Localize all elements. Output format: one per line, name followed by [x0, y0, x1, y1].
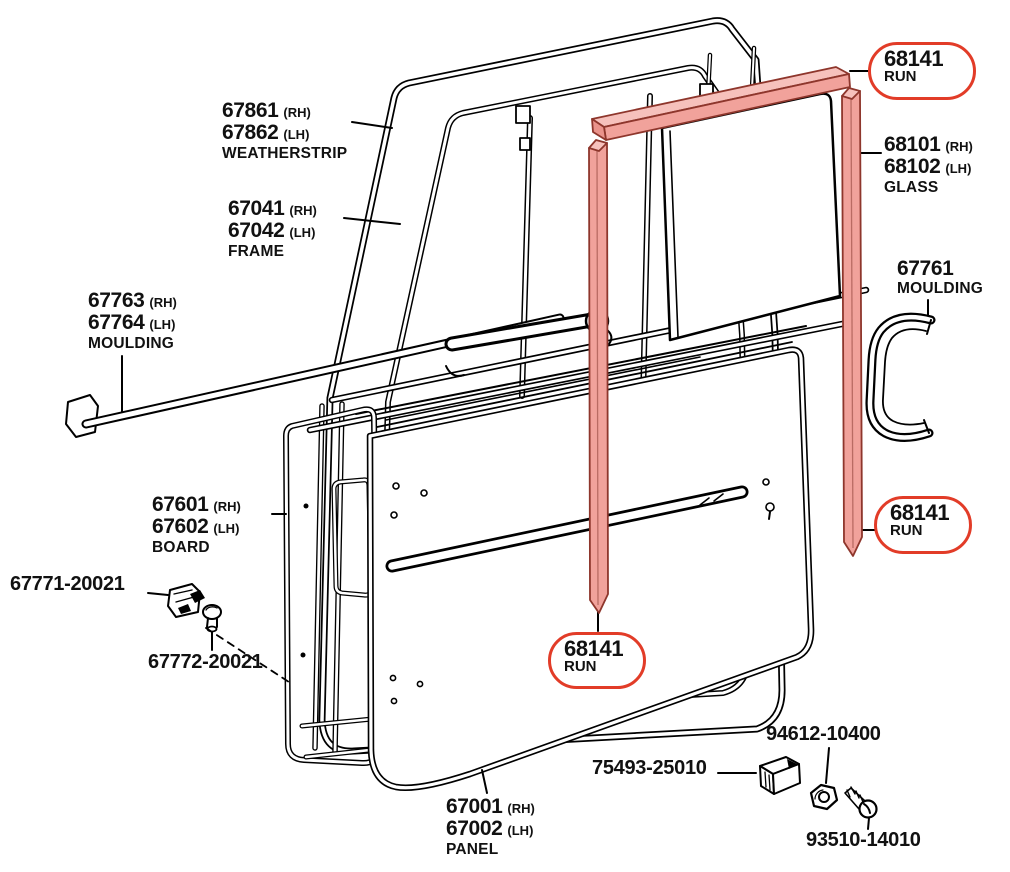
label-moulding-right: 67761 MOULDING — [897, 257, 983, 298]
part-number: 67001 — [446, 795, 503, 818]
part-number: 67002 — [446, 817, 503, 841]
part-number: 67042 — [228, 219, 285, 243]
part-number: 67761 — [897, 257, 954, 280]
screw-93510-illustration — [844, 786, 878, 819]
part-number: 67771-20021 — [10, 573, 125, 595]
part-number: 67763 — [88, 289, 145, 312]
part-number: 94612-10400 — [766, 723, 881, 745]
label-clip-67772: 67772-20021 — [148, 651, 263, 673]
label-glass: 68101(RH) 68102(LH) GLASS — [884, 133, 973, 196]
part-number: 67041 — [228, 197, 285, 220]
part-number: 68102 — [884, 155, 941, 179]
part-name: BOARD — [152, 538, 210, 556]
part-number: 68141 — [890, 500, 950, 525]
frame-legs-illustration — [312, 401, 345, 755]
part-name: MOULDING — [88, 334, 174, 352]
part-number: 67862 — [222, 121, 279, 145]
label-nut-94612: 94612-10400 — [766, 723, 881, 745]
label-frame: 67041(RH) 67042(LH) FRAME — [228, 197, 317, 260]
glass-channel-illustration — [515, 45, 757, 403]
part-name: WEATHERSTRIP — [222, 144, 348, 162]
part-name: FRAME — [228, 242, 285, 260]
label-clip-67771: 67771-20021 — [10, 573, 125, 595]
part-name: RUN — [884, 68, 917, 86]
clip-75493-illustration — [759, 756, 801, 795]
grommet-67772-illustration — [202, 604, 293, 685]
part-number: 68141 — [884, 46, 944, 71]
glass-run-center-illustration — [588, 139, 609, 614]
part-name: RUN — [890, 522, 923, 540]
part-number: 67772-20021 — [148, 651, 263, 673]
part-name: PANEL — [446, 840, 499, 858]
part-number: 67861 — [222, 99, 279, 122]
callout-run-top: 68141 RUN — [868, 42, 976, 100]
part-number: 93510-14010 — [806, 829, 921, 851]
glass-run-right-illustration — [841, 87, 863, 557]
callout-run-bottom: 68141 RUN — [548, 632, 646, 689]
clip-67771-illustration — [167, 583, 205, 618]
part-name: GLASS — [884, 178, 939, 196]
label-board: 67601(RH) 67602(LH) BOARD — [152, 493, 241, 556]
label-weatherstrip: 67861(RH) 67862(LH) WEATHERSTRIP — [222, 99, 348, 162]
right-moulding-illustration — [865, 312, 936, 442]
regulator-bar-illustration — [444, 308, 613, 352]
part-number: 75493-25010 — [592, 757, 707, 779]
panel-flange-line — [376, 341, 793, 428]
label-clip-75493: 75493-25010 — [592, 757, 707, 779]
glass-run-top-illustration — [591, 66, 851, 141]
nut-94612-illustration — [809, 783, 839, 811]
part-number: 67602 — [152, 515, 209, 539]
board-illustration — [283, 406, 381, 767]
label-moulding-left: 67763(RH) 67764(LH) MOULDING — [88, 289, 177, 352]
label-screw-93510: 93510-14010 — [806, 829, 921, 851]
part-number: 68141 — [564, 636, 624, 661]
part-number: 68101 — [884, 133, 941, 156]
part-number: 67601 — [152, 493, 209, 516]
part-name: MOULDING — [897, 280, 983, 298]
glass-illustration — [660, 92, 842, 342]
panel-flange-line2 — [385, 356, 701, 421]
part-name: RUN — [564, 658, 597, 676]
part-number: 67764 — [88, 311, 145, 335]
callout-run-right: 68141 RUN — [874, 496, 972, 554]
label-panel: 67001(RH) 67002(LH) PANEL — [446, 795, 535, 858]
